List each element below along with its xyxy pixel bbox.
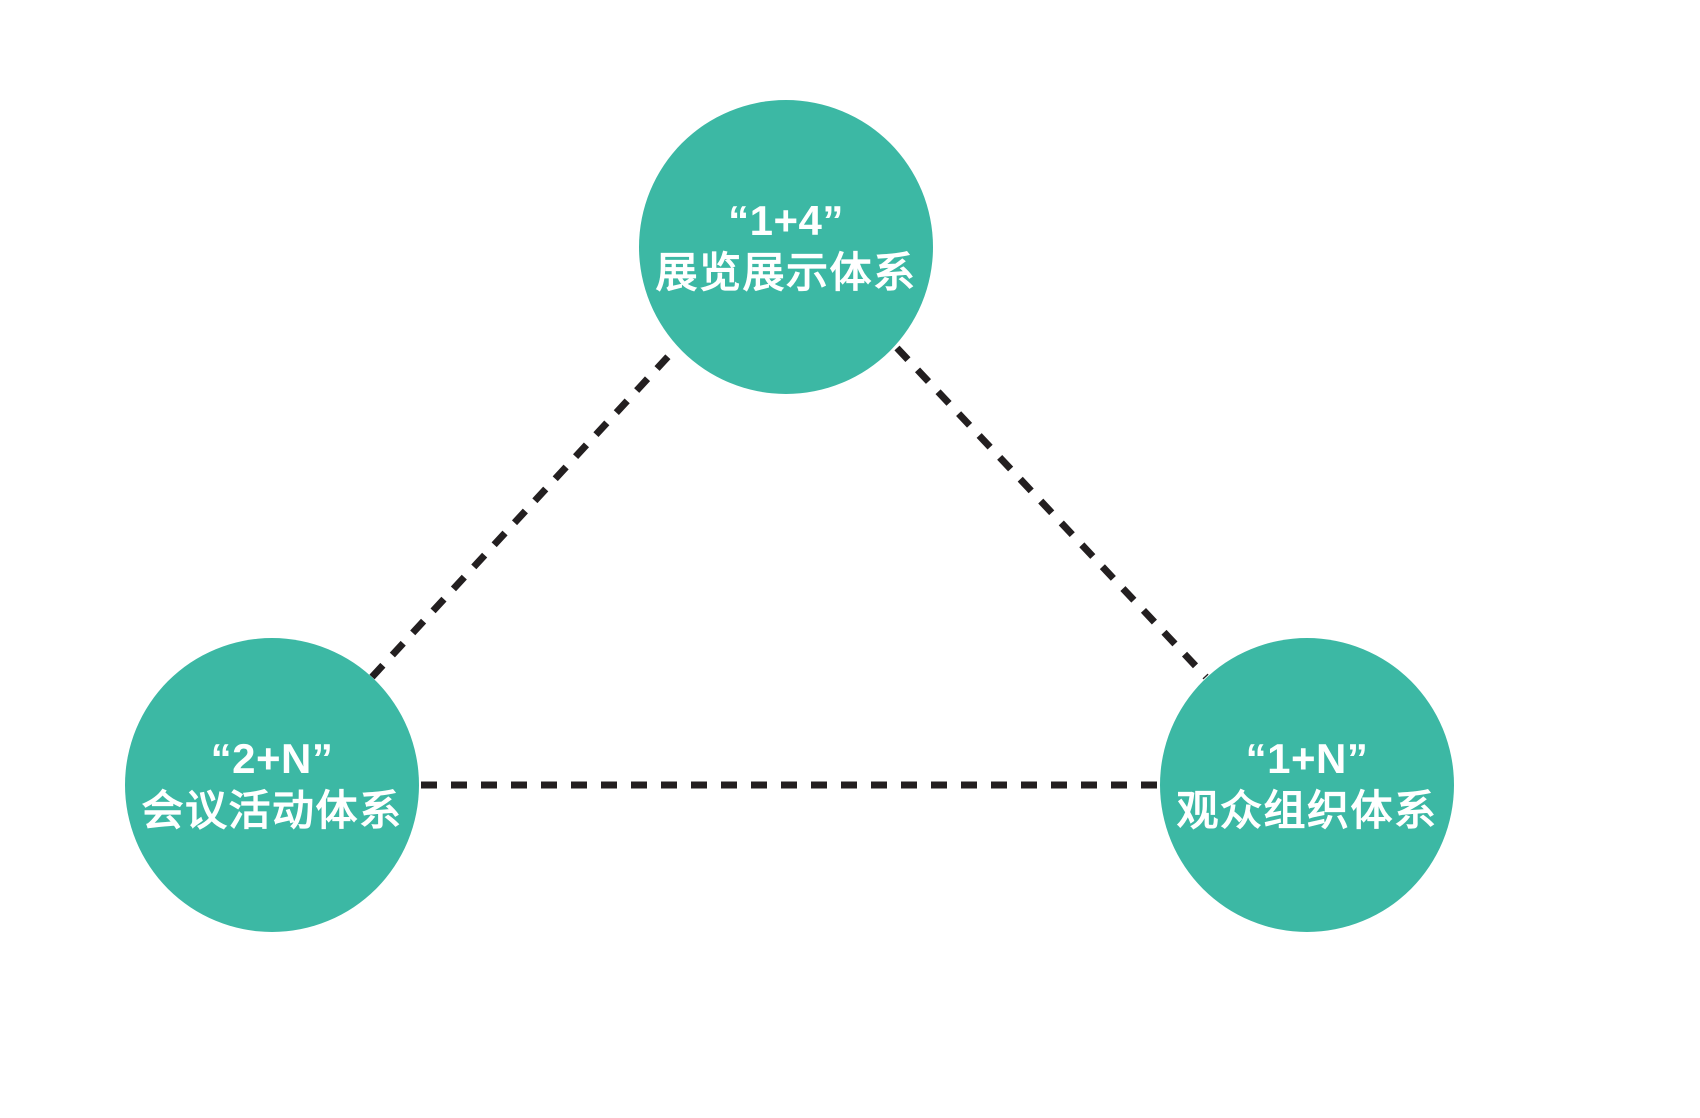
node-audience[interactable]: “1+N” 观众组织体系 bbox=[1160, 638, 1454, 932]
node-exhibition-code: “1+4” bbox=[728, 196, 844, 244]
node-audience-title: 观众组织体系 bbox=[1176, 786, 1438, 834]
connector-conference-to-exhibition bbox=[369, 345, 679, 680]
node-conference-title: 会议活动体系 bbox=[141, 786, 403, 834]
node-audience-code: “1+N” bbox=[1245, 734, 1369, 782]
connector-exhibition-to-audience bbox=[894, 345, 1209, 680]
node-conference-code: “2+N” bbox=[210, 734, 334, 782]
node-exhibition-title: 展览展示体系 bbox=[655, 248, 917, 296]
node-exhibition[interactable]: “1+4” 展览展示体系 bbox=[639, 100, 933, 394]
node-conference[interactable]: “2+N” 会议活动体系 bbox=[125, 638, 419, 932]
